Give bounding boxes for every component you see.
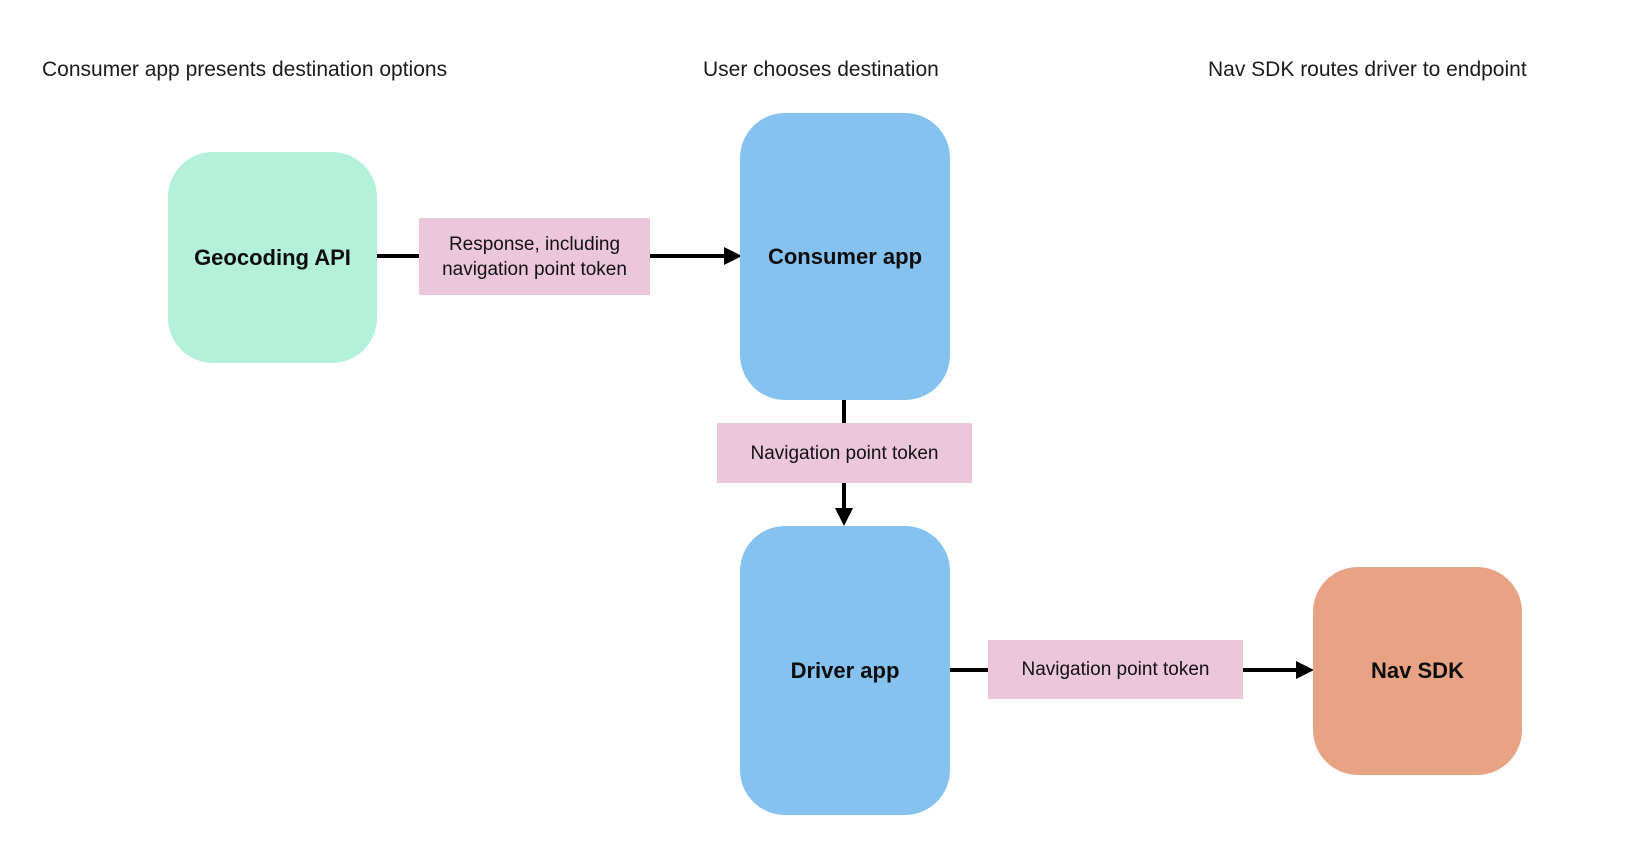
stage-heading-consumer-presents: Consumer app presents destination option…: [42, 58, 448, 81]
node-geocoding-api: Geocoding API: [168, 152, 377, 363]
node-driver-app: Driver app: [740, 526, 950, 815]
stage-heading-user-chooses: User chooses destination: [703, 58, 939, 81]
node-consumer-app-label: Consumer app: [767, 243, 923, 269]
edge-label-response-including-token: Response, including navigation point tok…: [419, 218, 650, 295]
node-consumer-app: Consumer app: [740, 113, 950, 400]
edge-label-navigation-point-token-1: Navigation point token: [717, 423, 972, 483]
node-driver-app-label: Driver app: [790, 657, 900, 683]
node-nav-sdk: Nav SDK: [1313, 567, 1522, 775]
node-nav-sdk-label: Nav SDK: [1371, 658, 1464, 683]
stage-heading-navsdk-routes: Nav SDK routes driver to endpoint: [1208, 58, 1527, 81]
edge-label-navigation-point-token-2: Navigation point token: [988, 640, 1243, 699]
node-geocoding-api-label: Geocoding API: [194, 244, 351, 270]
